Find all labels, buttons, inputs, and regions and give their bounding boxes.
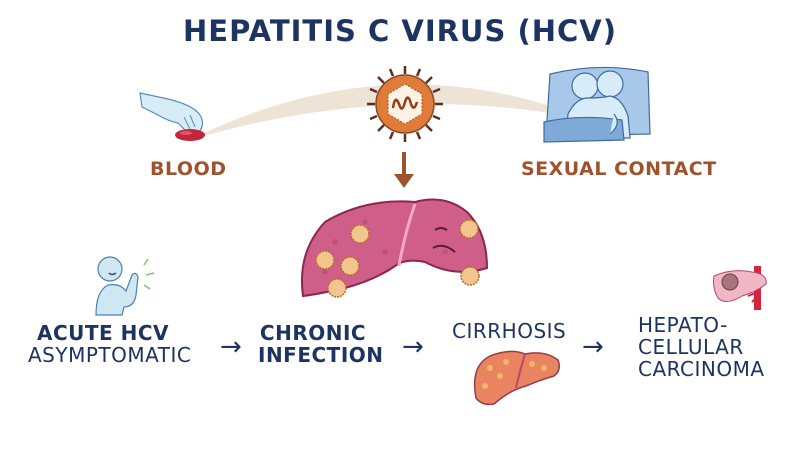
stage-hcc-line3: CARCINOMA: [638, 357, 765, 381]
stage-acute-title: ACUTE HCV: [36, 321, 170, 345]
page-title: HEPATITIS C VIRUS (HCV): [183, 14, 617, 48]
stage-acute-hcv: ACUTE HCV ASYMPTOMATIC: [28, 321, 192, 367]
stage-acute-subtitle: ASYMPTOMATIC: [28, 343, 192, 367]
stage-chronic-line2: INFECTION: [258, 343, 384, 367]
blood-label: BLOOD: [150, 158, 227, 180]
arrow-3-icon: →: [582, 332, 604, 362]
gloved-hand-blood-icon: [139, 92, 205, 141]
stage-hcc-line1: HEPATO-: [638, 313, 728, 337]
arrow-2-icon: →: [402, 332, 424, 362]
stage-chronic-line1: CHRONIC: [259, 321, 367, 345]
cirrhotic-liver-icon: [473, 350, 561, 406]
stage-cirrhosis: CIRRHOSIS: [452, 319, 567, 343]
liver-tumor-icon: [713, 266, 767, 310]
couple-in-bed-icon: [543, 66, 651, 143]
stage-hcc-line2: CELLULAR: [638, 335, 744, 359]
down-arrow-icon: [394, 152, 414, 188]
infected-liver-icon: [300, 198, 489, 298]
sexual-contact-label: SEXUAL CONTACT: [521, 158, 717, 180]
arrow-1-icon: →: [220, 332, 242, 362]
stage-hepatocellular-carcinoma: HEPATO- CELLULAR CARCINOMA: [638, 313, 765, 381]
stage-chronic-infection: CHRONIC INFECTION: [258, 321, 384, 367]
thumbs-up-person-icon: [95, 256, 155, 316]
transmission-arc: [190, 84, 590, 140]
hcv-virus-icon: [367, 66, 443, 142]
